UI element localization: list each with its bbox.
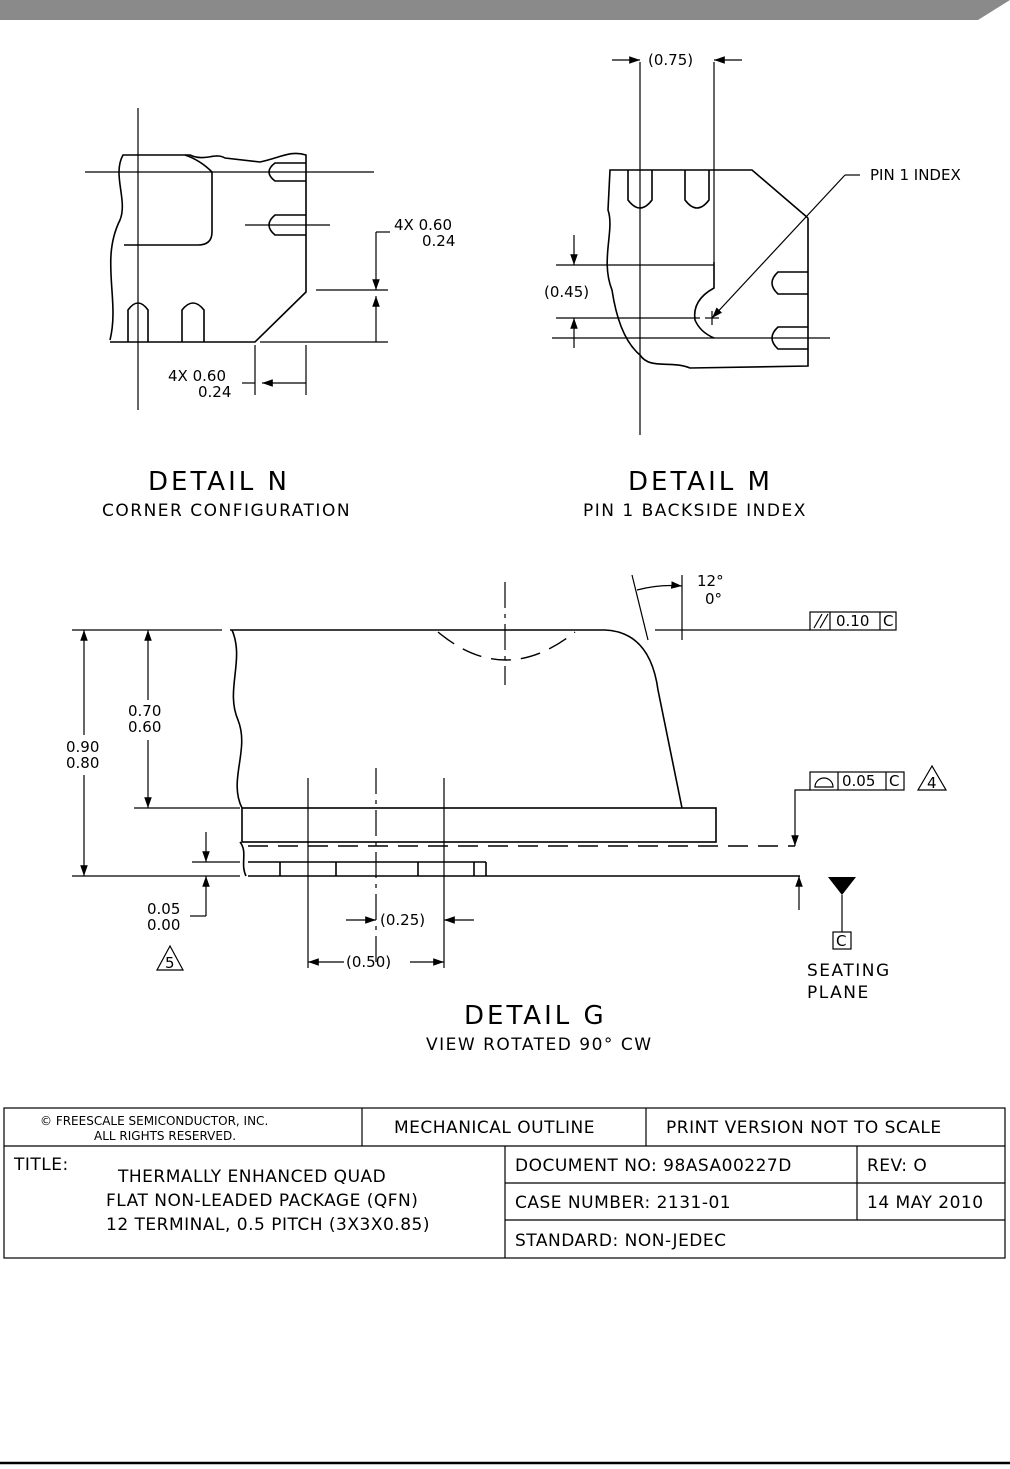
detail-g-dim-total-b: 0.80 [66,754,99,772]
detail-m-dim-top: (0.75) [648,51,693,69]
detail-g-tol-parallel-value: 0.10 [836,612,869,630]
detail-n [85,108,390,410]
detail-g-tol-parallel-datum: C [883,612,893,630]
detail-g-seating-1: SEATING [807,961,891,981]
title-block [3,1107,1006,1259]
detail-n-dim-bottom-b: 0.24 [198,383,231,401]
detail-n-subtitle: CORNER CONFIGURATION [102,501,351,521]
detail-g-dim-height-a: 0.70 [128,702,161,720]
detail-m-dim-left: (0.45) [544,283,589,301]
revision: REV: O [867,1156,927,1176]
detail-g-subtitle: VIEW ROTATED 90° CW [426,1035,653,1055]
detail-m [552,56,860,435]
title-line-3: 12 TERMINAL, 0.5 PITCH (3X3X0.85) [106,1215,430,1235]
copyright-line-2: ALL RIGHTS RESERVED. [94,1129,236,1143]
date: 14 MAY 2010 [867,1193,984,1213]
detail-n-dim-right-b: 0.24 [422,232,455,250]
standard: STANDARD: NON-JEDEC [515,1231,727,1251]
detail-g-dim-standoff-b: 0.00 [147,916,180,934]
detail-m-callout: PIN 1 INDEX [870,166,961,184]
detail-g-dim-standoff-a: 0.05 [147,900,180,918]
detail-g-datum: C [836,932,846,950]
case-number: CASE NUMBER: 2131-01 [515,1193,731,1213]
detail-g-dim-pitch: (0.50) [346,953,391,971]
detail-g-title: DETAIL G [464,1001,607,1031]
detail-g-note-4: 4 [927,774,937,792]
mechanical-outline-label: MECHANICAL OUTLINE [394,1118,595,1138]
detail-g-tol-profile-value: 0.05 [842,772,875,790]
detail-g [72,574,948,971]
detail-m-subtitle: PIN 1 BACKSIDE INDEX [583,501,807,521]
document-number: DOCUMENT NO: 98ASA00227D [515,1156,792,1176]
print-version-label: PRINT VERSION NOT TO SCALE [666,1118,942,1138]
detail-g-note-5: 5 [165,954,175,972]
detail-n-dim-right-a: 4X 0.60 [394,216,452,234]
detail-g-dim-height-b: 0.60 [128,718,161,736]
detail-g-tol-profile-datum: C [889,772,899,790]
detail-g-dim-total-a: 0.90 [66,738,99,756]
detail-g-seating-2: PLANE [807,983,870,1003]
header-bar [0,0,1010,20]
detail-g-dim-pad: (0.25) [380,911,425,929]
title-label: TITLE: [13,1155,69,1175]
title-line-2: FLAT NON-LEADED PACKAGE (QFN) [106,1191,418,1211]
detail-n-dim-bottom-a: 4X 0.60 [168,367,226,385]
detail-g-angle-max: 12° [697,572,724,590]
detail-m-title: DETAIL M [628,467,773,497]
detail-n-title: DETAIL N [148,467,290,497]
detail-g-angle-min: 0° [705,590,722,608]
title-line-1: THERMALLY ENHANCED QUAD [117,1167,386,1187]
copyright-line-1: © FREESCALE SEMICONDUCTOR, INC. [40,1114,268,1128]
